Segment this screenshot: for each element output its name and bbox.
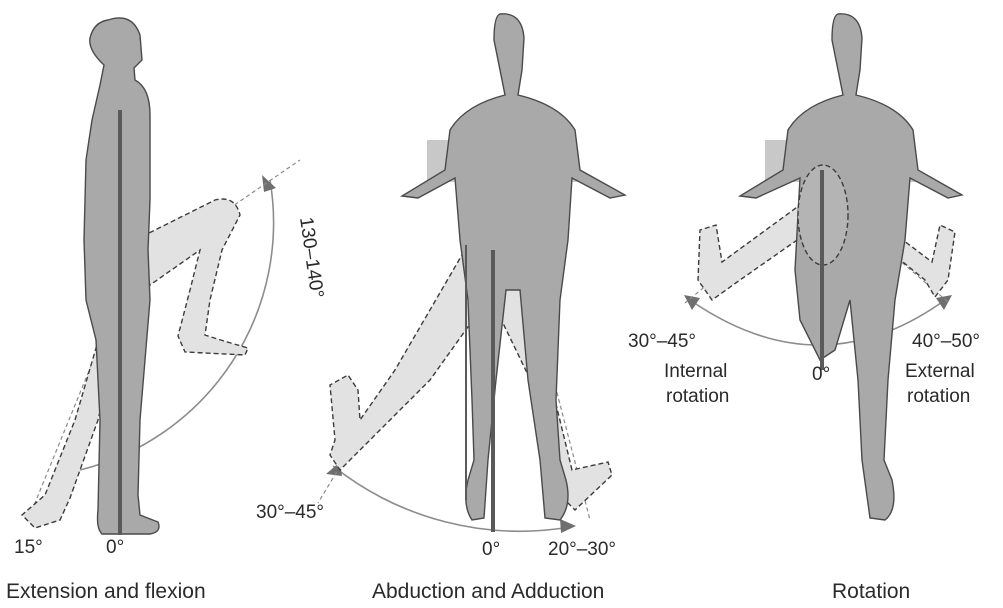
external-rotation-angle-label: 40°–50° (912, 331, 980, 352)
panel-abduction-adduction: 30°–45° 0° 20°–30° Abduction and Adducti… (256, 14, 625, 603)
rotation-neutral-label: 0° (812, 364, 830, 385)
caption-abduction-adduction: Abduction and Adduction (372, 580, 604, 603)
internal-rotation-label-line2: rotation (666, 386, 729, 407)
external-rotation-label-line1: External (905, 361, 975, 382)
caption-extension-flexion: Extension and flexion (6, 580, 206, 603)
panel-rotation: 30°–45° 40°–50° 0° Internal rotation Ext… (628, 14, 980, 603)
external-rotation-arrowhead (936, 295, 952, 310)
abduction-angle-label: 30°–45° (256, 502, 324, 523)
flexed-leg-outline (135, 199, 248, 355)
front-body (402, 14, 625, 520)
caption-rotation: Rotation (832, 580, 910, 603)
front-neutral-label: 0° (482, 539, 500, 560)
abduction-adduction-arc (333, 466, 570, 531)
flexion-angle-label: 130–140° (295, 216, 327, 300)
internal-rotation-angle-label: 30°–45° (628, 331, 696, 352)
adduction-arrowhead (560, 519, 576, 533)
extension-angle-label: 15° (14, 537, 43, 558)
external-rotation-label-line2: rotation (907, 386, 970, 407)
side-neutral-label: 0° (106, 537, 124, 558)
adduction-angle-label: 20°–30° (548, 539, 616, 560)
internal-rotation-label-line1: Internal (664, 361, 727, 382)
flexion-arrowhead (262, 175, 276, 192)
